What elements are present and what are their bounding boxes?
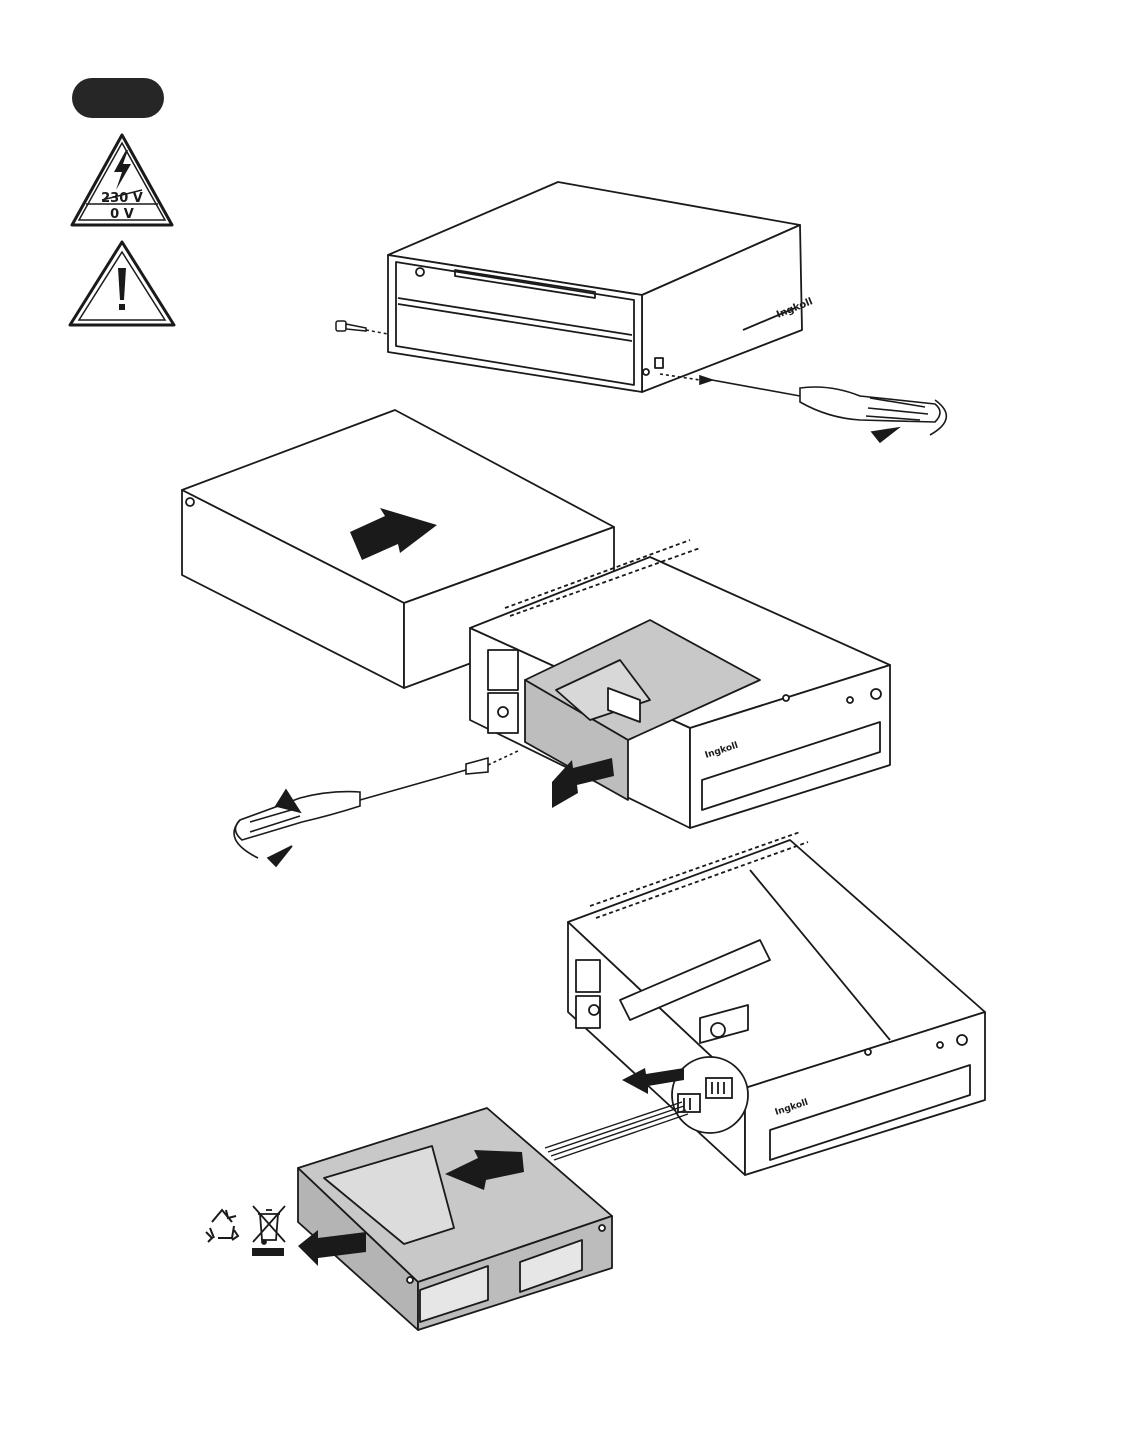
battery-wires [545, 1102, 688, 1160]
crossed-bin-icon [252, 1206, 285, 1256]
closed-enclosure: Ingkoll [388, 182, 814, 392]
voltage-warning-icon: 230 V 0 V [72, 135, 172, 225]
screwdriver-top [660, 374, 946, 442]
screw-left [336, 321, 388, 334]
caution-warning-icon [70, 242, 174, 325]
voltage-to-label: 0 V [110, 207, 134, 222]
recycle-icon [206, 1210, 238, 1242]
screwdriver-middle [234, 750, 520, 866]
